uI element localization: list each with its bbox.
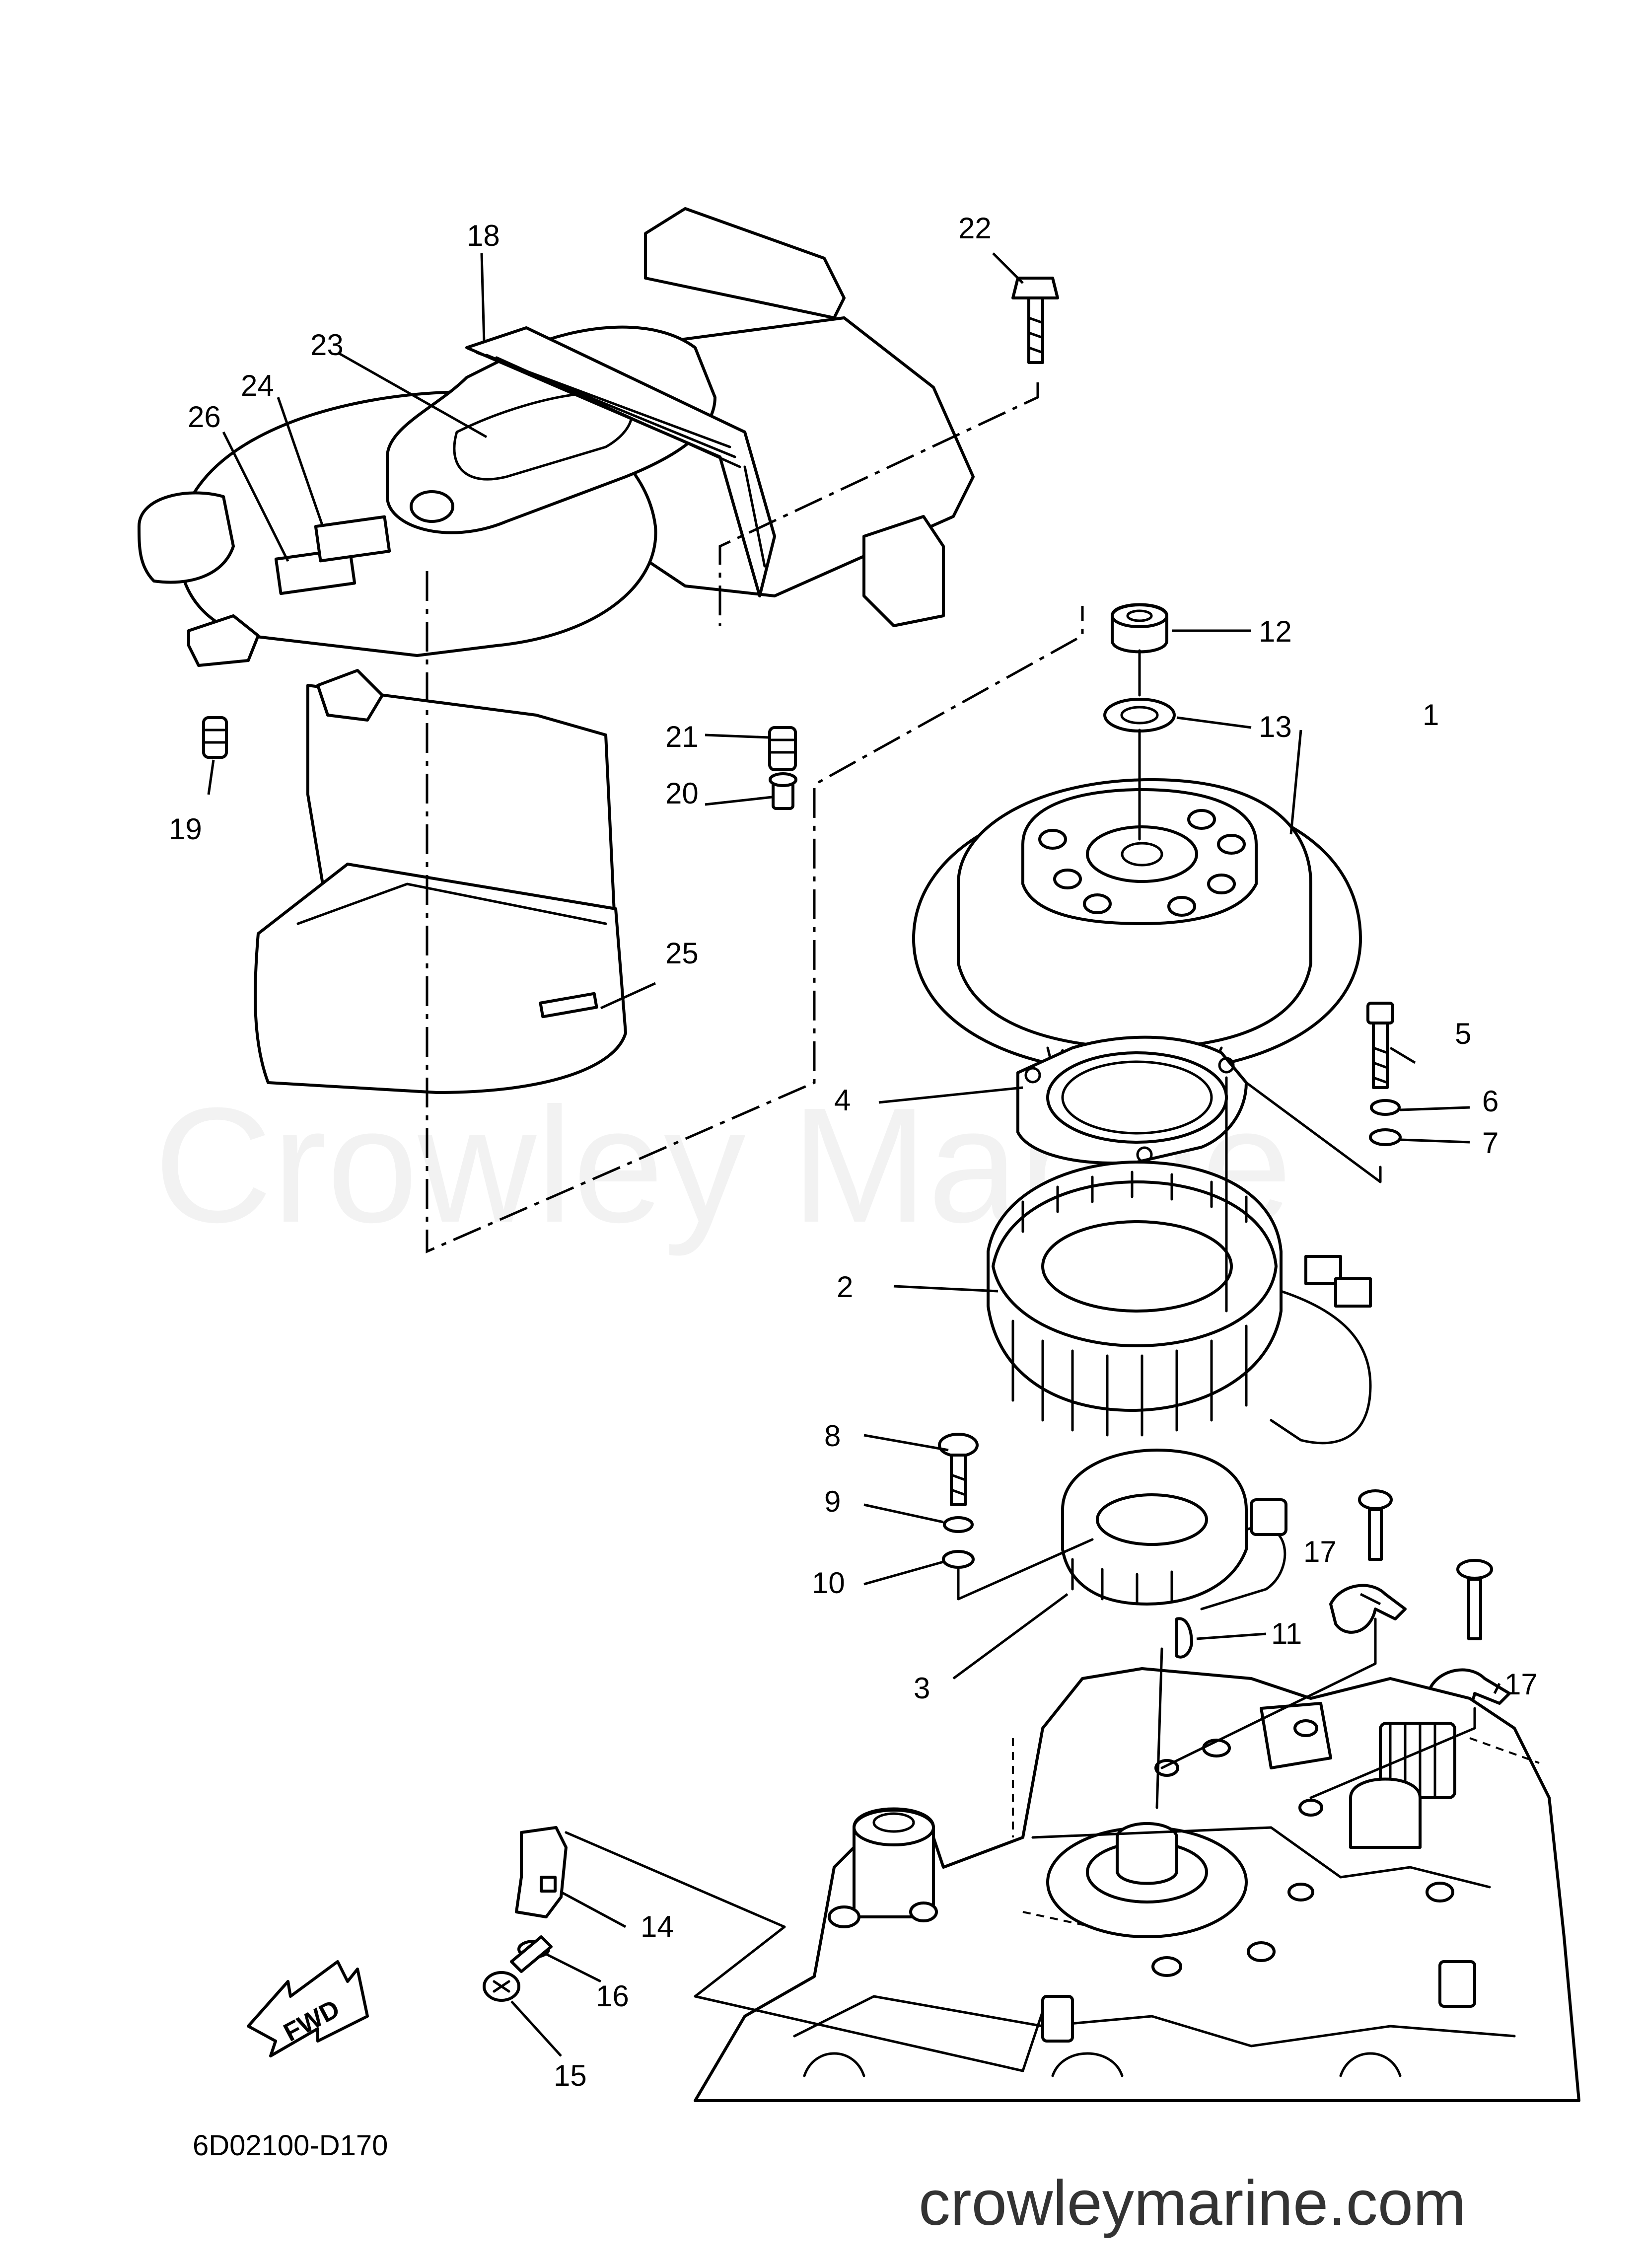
washer-7	[1369, 1128, 1402, 1146]
screw-8	[938, 1433, 979, 1506]
callout-6: 6	[1482, 1085, 1499, 1118]
callout-8: 8	[824, 1419, 841, 1453]
engine-block	[694, 1667, 1580, 2102]
callout-2: 2	[837, 1270, 853, 1304]
callout-13: 13	[1259, 710, 1292, 743]
key-11	[1175, 1617, 1193, 1659]
plate-4	[1016, 1035, 1248, 1165]
grommet-19	[202, 716, 228, 759]
washer-13	[1103, 698, 1176, 732]
callout-20: 20	[665, 777, 699, 810]
leader-lines	[207, 252, 1501, 2057]
callout-17b: 17	[1504, 1668, 1538, 1701]
callout-25: 25	[665, 937, 699, 970]
callouts: 1 2 3 4 5 6 7 8 9 10 11 12 13 14 15 16 1…	[169, 212, 1538, 2092]
washer-9	[943, 1516, 974, 1533]
callout-18: 18	[467, 219, 500, 252]
callout-19: 19	[169, 812, 202, 846]
collar-20	[769, 772, 797, 810]
flywheel-cover	[138, 207, 975, 1094]
callout-26: 26	[188, 400, 221, 434]
screw-15	[483, 1935, 553, 2002]
bolt-5	[1366, 1002, 1394, 1089]
callout-7: 7	[1482, 1126, 1499, 1160]
callout-1: 1	[1423, 698, 1439, 732]
callout-4: 4	[834, 1084, 851, 1117]
callout-23: 23	[310, 328, 344, 362]
washer-10	[942, 1550, 975, 1569]
callout-21: 21	[665, 720, 699, 753]
assembly-lines	[426, 382, 1476, 2072]
callout-10: 10	[812, 1566, 845, 1600]
callout-16: 16	[596, 1979, 629, 2013]
nut-12	[1111, 603, 1168, 654]
site-url: crowleymarine.com	[919, 2168, 1466, 2239]
grommet-21	[768, 726, 797, 771]
diagram-code: 6D02100-D170	[193, 2129, 388, 2162]
stator-2	[987, 1161, 1372, 1445]
flywheel-1	[912, 778, 1362, 1074]
callout-12: 12	[1259, 615, 1292, 648]
callout-15: 15	[554, 2059, 587, 2092]
callout-22: 22	[958, 212, 992, 245]
callout-24: 24	[241, 369, 274, 402]
clamp-17a	[1329, 1489, 1407, 1634]
bolt-22	[1011, 277, 1059, 364]
callout-5: 5	[1455, 1017, 1471, 1050]
callout-9: 9	[824, 1485, 841, 1518]
callout-3: 3	[914, 1672, 930, 1705]
fwd-arrow-icon: FWD	[247, 1960, 369, 2057]
washer-6	[1370, 1099, 1401, 1116]
pulser-coil-3	[1061, 1449, 1287, 1610]
callout-17a: 17	[1303, 1535, 1337, 1568]
clip-14	[515, 1826, 568, 1918]
callout-11: 11	[1271, 1617, 1302, 1650]
callout-14: 14	[641, 1910, 674, 1943]
